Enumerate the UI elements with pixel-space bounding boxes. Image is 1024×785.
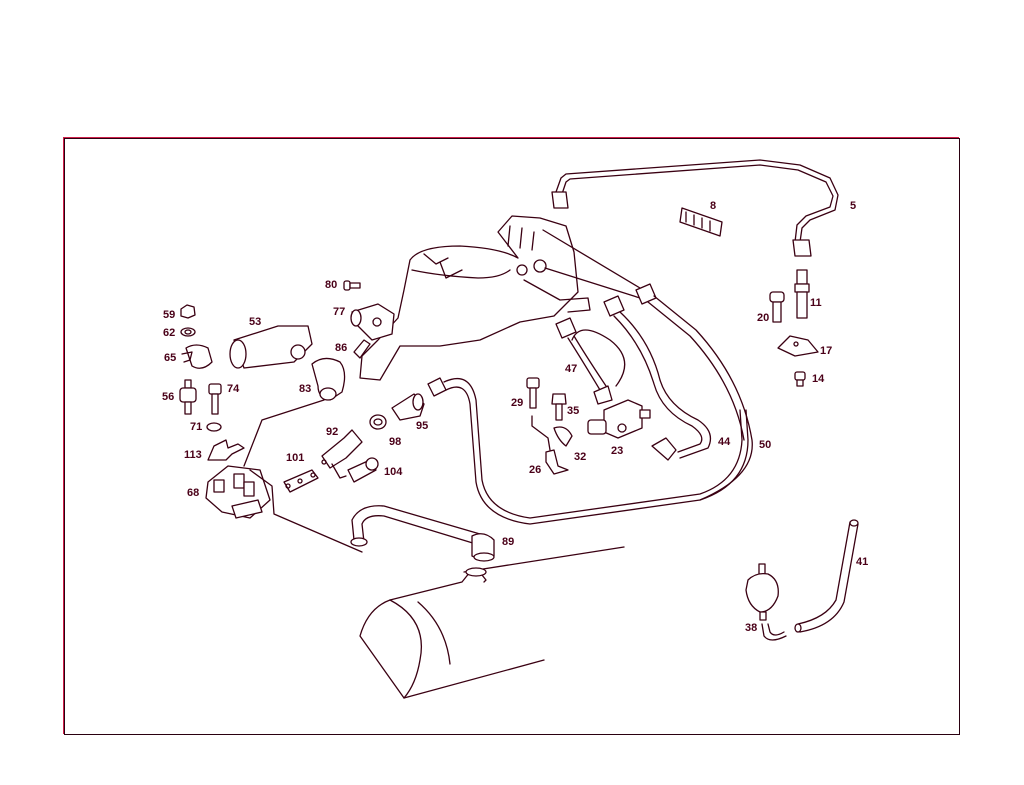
part-label-41: 41 [856,556,869,568]
part-label-62: 62 [163,327,176,339]
nut-59 [180,304,196,319]
part-label-80: 80 [325,279,338,291]
check-valve [745,563,779,621]
bolt-20 [769,291,785,323]
leader-83 [243,399,325,467]
part-label-20: 20 [757,312,770,324]
part-label-47: 47 [565,363,578,375]
line-50 [635,283,753,501]
leader-29 [531,415,551,451]
valve-92 [321,429,363,479]
diagram-frame [64,138,960,735]
hose-38 [761,623,787,641]
part-label-5: 5 [850,200,857,212]
clip-65 [181,344,213,369]
bracket-17 [777,335,819,357]
stud-56 [179,379,197,415]
part-label-35: 35 [567,405,580,417]
part-label-104: 104 [384,466,403,478]
part-label-53: 53 [249,316,262,328]
part-label-95: 95 [416,420,429,432]
plug-14 [794,371,806,387]
part-label-11: 11 [810,297,822,309]
part-label-98: 98 [389,436,402,448]
elbow-77 [350,303,395,341]
washer-98 [369,414,387,430]
hose-41 [794,519,859,633]
part-label-74: 74 [227,383,240,395]
fitting-95 [391,393,425,421]
regulator-23 [587,399,651,439]
part-label-113: 113 [184,449,202,461]
connector-8 [679,207,723,237]
pin-86 [353,339,371,359]
part-label-29: 29 [511,397,524,409]
bracket-68 [205,465,271,519]
part-label-8: 8 [710,200,717,212]
part-label-77: 77 [333,306,346,318]
bolt-29 [526,377,540,409]
part-label-50: 50 [759,439,772,451]
part-label-14: 14 [812,373,825,385]
washer-71 [206,422,222,432]
part-label-101: 101 [286,452,305,464]
fitting-11 [794,269,810,319]
hose-main [427,377,749,525]
part-label-23: 23 [611,445,624,457]
washer-62 [180,327,196,337]
clamp-32 [553,426,573,447]
line-47 [555,317,626,405]
part-label-56: 56 [162,391,175,403]
part-label-89: 89 [502,536,515,548]
part-label-92: 92 [326,426,339,438]
part-label-86: 86 [335,342,348,354]
bolt-80 [343,280,361,291]
line-44 [603,295,712,461]
muffler [359,546,625,699]
part-label-32: 32 [574,451,587,463]
part-label-38: 38 [745,622,758,634]
part-label-83: 83 [299,383,312,395]
valve-53 [229,325,313,369]
leader-68 [249,469,363,553]
part-label-44: 44 [718,436,731,448]
part-label-59: 59 [163,309,176,321]
part-label-65: 65 [164,352,177,364]
bolt-35 [551,393,567,421]
elbow-83 [311,357,346,401]
fuel-line-5 [551,159,839,257]
part-label-17: 17 [820,345,833,357]
part-label-68: 68 [187,487,200,499]
bolt-74 [208,383,222,415]
bracket-113 [207,439,245,461]
gasket-101 [283,469,319,493]
intake-housing [359,215,641,381]
bracket-26 [545,449,569,475]
fitting-104 [347,457,379,483]
pipe-89 [350,505,495,562]
part-label-71: 71 [190,421,203,433]
part-label-26: 26 [529,464,542,476]
